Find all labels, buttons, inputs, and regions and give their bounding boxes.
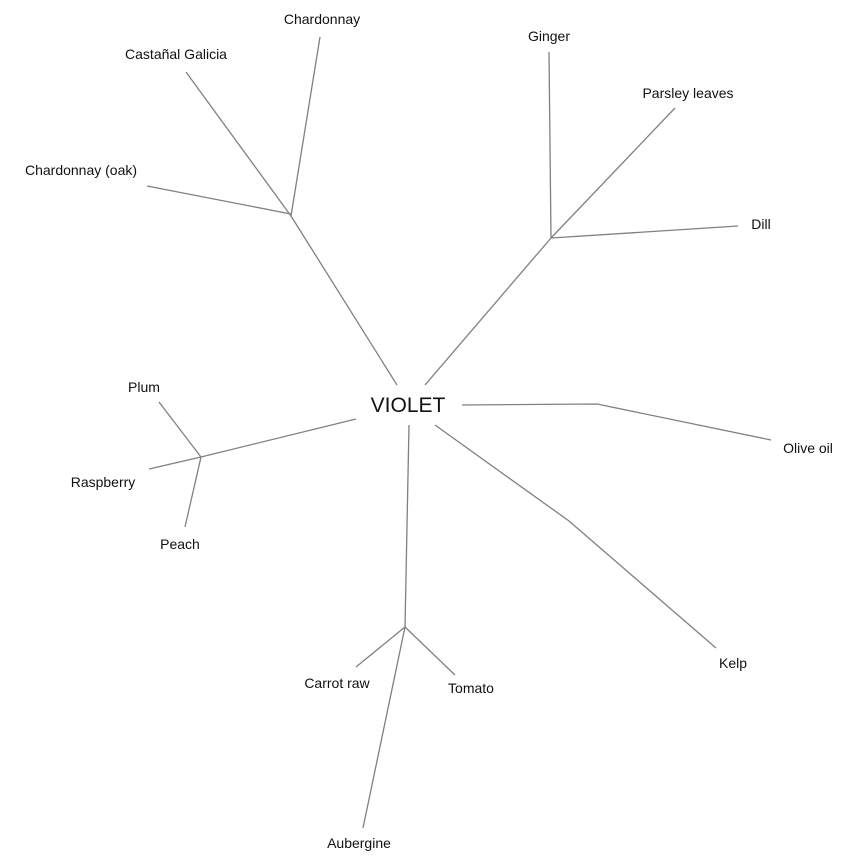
edge-parsley (550, 107, 676, 239)
edge-castanal-galicia (185, 71, 292, 217)
edge-olive-oil (461, 403, 772, 441)
edge-chardonnay (290, 36, 321, 217)
leaf-label: Kelp (719, 655, 747, 671)
edge-kelp (434, 424, 717, 649)
edge-carrot (355, 626, 406, 668)
edge-root-hub-veg (404, 424, 410, 628)
leaf-label: Aubergine (327, 835, 391, 851)
edge-root-hub-fruit (200, 418, 357, 458)
leaf-label: Chardonnay (284, 11, 360, 27)
edge-root-hub-herbs (424, 237, 552, 386)
leaf-label: Raspberry (71, 474, 136, 490)
leaf-label: Ginger (528, 28, 570, 44)
edge-chardonnay-oak (146, 185, 292, 215)
edge-raspberry (148, 456, 202, 470)
leaf-label: Peach (160, 536, 200, 552)
leaf-label: Tomato (448, 680, 494, 696)
leaf-label: Chardonnay (oak) (25, 162, 137, 178)
leaf-label: Plum (128, 379, 160, 395)
edge-tomato (404, 626, 456, 676)
leaf-label: Carrot raw (304, 675, 370, 691)
leaf-label: Dill (751, 216, 770, 232)
edge-ginger (548, 51, 552, 239)
edge-aubergine (362, 626, 406, 829)
leaf-label: Parsley leaves (642, 85, 733, 101)
edge-peach (184, 456, 202, 528)
leaf-label: Olive oil (783, 440, 833, 456)
edge-dill (550, 225, 739, 239)
leaf-label: Castañal Galicia (125, 46, 227, 62)
root-label: VIOLET (371, 394, 446, 417)
edge-root-hub-wine (290, 215, 398, 386)
edge-plum (158, 401, 202, 458)
